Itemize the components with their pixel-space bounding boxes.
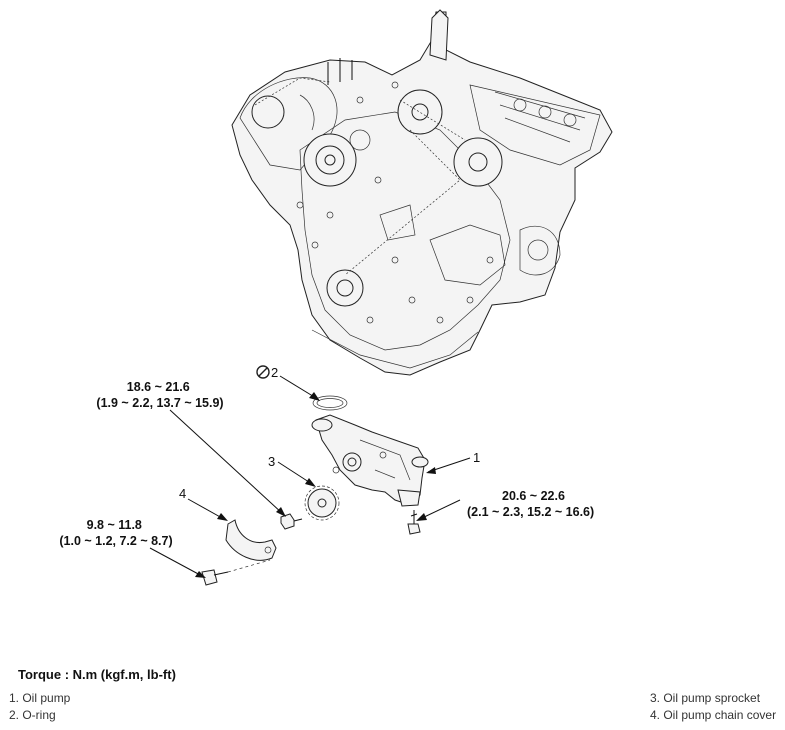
callout-number-4: 4 [179,486,186,501]
torque-label-sprocket-bolt: 18.6 ~ 21.6 (1.9 ~ 2.2, 13.7 ~ 15.9) [96,380,223,410]
torque-units-title: Torque : N.m (kgf.m, lb-ft) [18,667,176,682]
no-reuse-icon [256,365,270,379]
torque-conversion: (1.0 ~ 1.2, 7.2 ~ 8.7) [59,534,172,548]
torque-value: 20.6 ~ 22.6 [502,489,565,503]
torque-value: 9.8 ~ 11.8 [87,518,142,532]
legend-column-right: 3. Oil pump sprocket 4. Oil pump chain c… [650,690,776,724]
oil-pump-chain-cover-part [225,519,277,561]
torque-label-chain-cover-bolt: 9.8 ~ 11.8 (1.0 ~ 1.2, 7.2 ~ 8.7) [59,518,172,548]
chain-cover-bolt [201,559,271,586]
torque-conversion: (1.9 ~ 2.2, 13.7 ~ 15.9) [96,396,223,410]
o-ring-part [312,395,348,411]
leader-lines [149,375,471,578]
callout-number-1: 1 [473,450,480,465]
legend-item-o-ring: 2. O-ring [9,708,56,722]
legend-item-oil-pump-chain-cover: 4. Oil pump chain cover [650,708,777,722]
legend-column-left: 1. Oil pump 2. O-ring [9,690,70,724]
torque-value: 18.6 ~ 21.6 [127,380,190,394]
exploded-view-diagram: 1 2 3 4 18.6 ~ 21.6 (1.9 ~ 2.2, 13.7 ~ 1… [59,9,613,586]
torque-label-oil-pump-bolt: 20.6 ~ 22.6 (2.1 ~ 2.3, 15.2 ~ 16.6) [467,489,594,519]
oil-pump-bolt [407,510,421,535]
engine-block-illustration [231,9,613,376]
sprocket-bolt [280,513,303,530]
legend-item-oil-pump: 1. Oil pump [9,691,71,705]
legend-item-oil-pump-sprocket: 3. Oil pump sprocket [650,691,761,705]
oil-pump-part [311,414,429,507]
oil-pump-sprocket-part [304,485,340,521]
torque-conversion: (2.1 ~ 2.3, 15.2 ~ 16.6) [467,505,594,519]
callout-number-3: 3 [268,454,275,469]
callout-number-2: 2 [271,365,278,380]
